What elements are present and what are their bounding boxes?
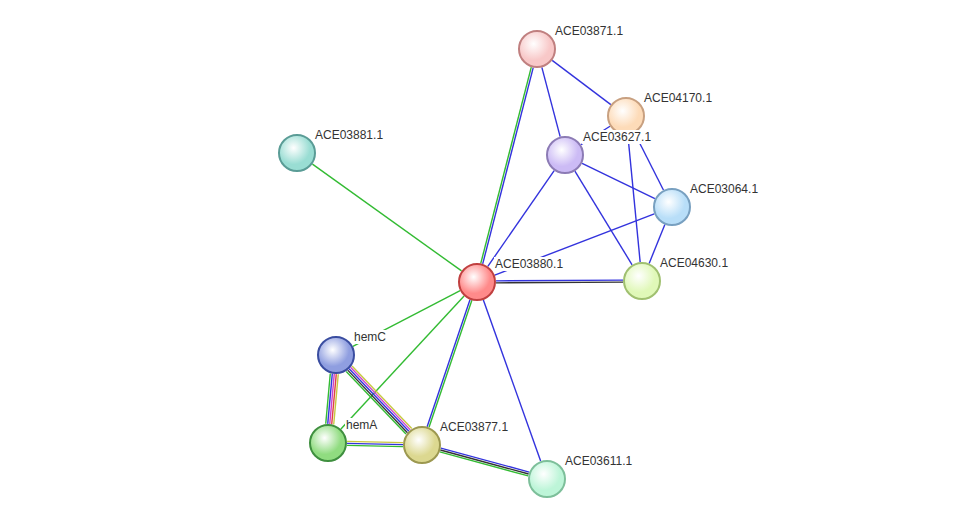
interaction-edge [347, 441, 403, 446]
interaction-edge [575, 171, 632, 265]
node-label: ACE03877.1 [439, 420, 509, 434]
interaction-edge [481, 67, 533, 264]
interaction-edge [552, 60, 611, 104]
evidence-line [582, 163, 655, 198]
node-label: ACE03611.1 [564, 454, 633, 468]
protein-node: ACE03627.1 [546, 136, 584, 174]
node-label: hemA [345, 418, 378, 432]
evidence-line [483, 68, 534, 264]
protein-node: ACE03880.1 [458, 263, 496, 301]
evidence-line [347, 443, 403, 444]
protein-node: hemA [309, 424, 347, 462]
node-circle [653, 188, 691, 226]
evidence-line [488, 171, 554, 267]
interaction-edge [312, 164, 461, 271]
protein-node: ACE04630.1 [623, 262, 661, 300]
node-circle [546, 136, 584, 174]
node-label: ACE04630.1 [659, 256, 729, 270]
interaction-edge [326, 374, 339, 425]
interaction-edge [628, 135, 640, 262]
node-label: ACE03871.1 [554, 24, 624, 38]
interaction-edge [542, 67, 560, 136]
node-circle [623, 262, 661, 300]
evidence-line [481, 67, 532, 263]
node-label: ACE03881.1 [314, 128, 384, 142]
node-label: ACE03627.1 [582, 130, 652, 144]
evidence-line [441, 448, 529, 472]
interaction-edge [582, 163, 655, 198]
node-circle [309, 424, 347, 462]
interaction-edge [341, 296, 464, 429]
evidence-line [312, 164, 461, 271]
node-circle [458, 263, 496, 301]
interaction-edge [488, 171, 554, 267]
node-label: ACE03880.1 [494, 257, 564, 271]
node-circle [518, 30, 556, 68]
evidence-line [341, 296, 464, 429]
interaction-edge [440, 448, 529, 476]
evidence-line [429, 300, 472, 427]
evidence-line [347, 441, 403, 442]
interaction-edge [496, 280, 623, 283]
evidence-line [347, 445, 403, 446]
evidence-line [496, 279, 623, 281]
evidence-line [427, 300, 470, 427]
node-circle [317, 336, 355, 374]
interaction-edge [483, 300, 540, 461]
protein-node: ACE03877.1 [403, 426, 441, 464]
node-circle [278, 134, 316, 172]
node-circle [403, 426, 441, 464]
protein-node: ACE03064.1 [653, 188, 691, 226]
evidence-line [575, 171, 632, 265]
node-label: ACE03064.1 [689, 182, 759, 196]
evidence-line [542, 67, 560, 136]
protein-node: ACE03881.1 [278, 134, 316, 172]
evidence-line [483, 300, 540, 461]
node-circle [528, 460, 566, 498]
node-label: ACE04170.1 [643, 91, 713, 105]
evidence-line [440, 450, 528, 474]
protein-node: ACE03871.1 [518, 30, 556, 68]
evidence-line [440, 452, 528, 476]
evidence-line [628, 135, 640, 262]
evidence-line [496, 281, 623, 283]
evidence-line [326, 374, 331, 424]
interaction-edge [427, 300, 472, 428]
node-label: hemC [353, 330, 387, 344]
protein-node: hemC [317, 336, 355, 374]
protein-node: ACE03611.1 [528, 460, 566, 498]
evidence-line [552, 60, 611, 104]
